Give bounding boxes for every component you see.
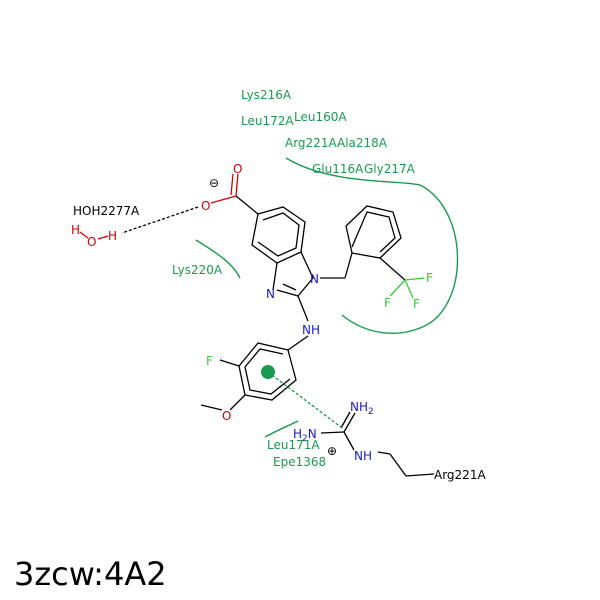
positive-charge: ⊕ bbox=[327, 444, 337, 458]
water-h-right: H bbox=[108, 229, 117, 243]
water-label: HOH2277A bbox=[73, 204, 140, 218]
residue-leu172: Leu172A bbox=[241, 114, 294, 128]
imidazole-n1: N bbox=[310, 272, 319, 286]
fluorine-1: F bbox=[426, 271, 433, 285]
imidazole-n3: N bbox=[266, 287, 275, 301]
residue-leu160: Leu160A bbox=[294, 110, 347, 124]
ring-centroid bbox=[261, 365, 275, 379]
guanidine-nh: NH bbox=[354, 449, 372, 463]
residue-lys216: Lys216A bbox=[241, 88, 292, 102]
carbonyl-oxygen: O bbox=[233, 162, 242, 176]
residue-gly217: Gly217A bbox=[364, 162, 416, 176]
water-h-left: H bbox=[71, 223, 80, 237]
contact-arc-lys220 bbox=[195, 239, 241, 279]
anilino-ring bbox=[200, 335, 309, 411]
residue-arg221-bottom: Arg221A bbox=[434, 468, 486, 482]
residue-lys220: Lys220A bbox=[172, 263, 223, 277]
diagram-title: 3zcw:4A2 bbox=[14, 555, 167, 593]
water-o: O bbox=[87, 235, 96, 249]
benzyl-ring bbox=[345, 205, 425, 299]
atom-labels: O O ⊖ N N NH F F F F O NH2 H2N NH ⊕ bbox=[201, 162, 433, 463]
contact-arc-pocket bbox=[285, 157, 459, 335]
ring-inner bbox=[257, 212, 300, 257]
contact-arc-leu171 bbox=[264, 420, 299, 438]
benzimidazole-ring bbox=[210, 173, 353, 322]
residue-glu116: Glu116A bbox=[312, 162, 364, 176]
fluorine-3: F bbox=[413, 297, 420, 311]
negative-charge: ⊖ bbox=[209, 176, 219, 190]
residue-labels: Lys216A Leu172A Leu160A Arg221A Ala218A … bbox=[172, 88, 486, 482]
residue-leu171: Leu171A bbox=[267, 438, 320, 452]
residue-arg221-top: Arg221A bbox=[285, 136, 337, 150]
amine-nh: NH bbox=[302, 323, 320, 337]
fluorine-2: F bbox=[384, 296, 391, 310]
ring-fluorine: F bbox=[206, 354, 213, 368]
methoxy-oxygen: O bbox=[222, 409, 231, 423]
carboxylate-oxygen: O bbox=[201, 199, 210, 213]
residue-ala218: Ala218A bbox=[337, 136, 388, 150]
guanidine-nh2: NH2 bbox=[350, 400, 374, 417]
guanidine-h2n: H2N bbox=[293, 427, 317, 444]
arginine-guanidinium bbox=[320, 411, 435, 477]
hydrophobic-contacts bbox=[195, 157, 459, 438]
residue-epe1368: Epe1368 bbox=[273, 455, 326, 469]
hydrogen-bond bbox=[121, 206, 199, 234]
pi-cation-line bbox=[267, 371, 343, 429]
water-molecule: HOH2277A H O H bbox=[71, 204, 140, 249]
